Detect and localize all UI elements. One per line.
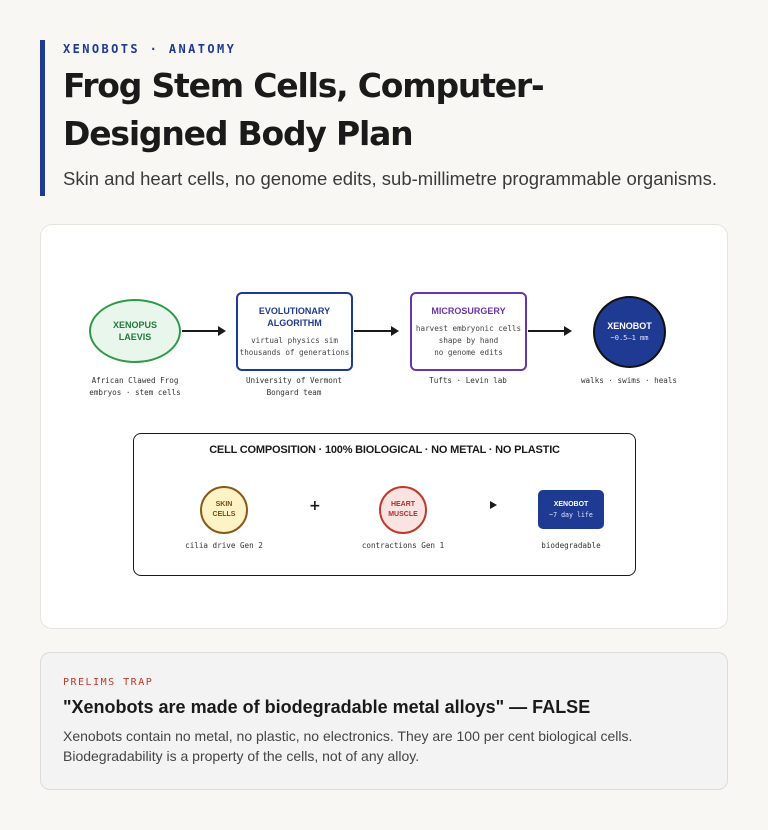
caption-evo: University of Vermont Bongard team	[219, 375, 369, 399]
caption-xenopus-line-1: African Clawed Frog	[91, 376, 179, 385]
caption-xenobot: walks · swims · heals	[554, 375, 704, 387]
heart-muscle-node: HEART MUSCLE	[379, 486, 427, 534]
node-evolutionary-algorithm: EVOLUTIONARY ALGORITHM virtual physics s…	[236, 292, 353, 371]
prelims-trap-card: PRELIMS TRAP "Xenobots are made of biode…	[40, 652, 728, 790]
node-evo-sub-1: virtual physics sim	[251, 335, 338, 345]
page-title: Frog Stem Cells, Computer-Designed Body …	[63, 66, 545, 153]
trap-title: "Xenobots are made of biodegradable meta…	[63, 697, 591, 717]
arrow-design-to-build	[354, 326, 399, 336]
caption-evo-line-2: Bongard team	[266, 388, 322, 397]
caption-micro: Tufts · Levin lab	[393, 375, 543, 387]
node-xenopus-laevis: XENOPUS LAEVIS	[89, 299, 181, 363]
caption-evo-line-1: University of Vermont	[245, 376, 342, 385]
node-micro-sub-2: shape by hand	[438, 335, 499, 345]
node-xenopus-title-2: LAEVIS	[118, 332, 152, 342]
node-xenobot-sub: ~0.5–1 mm	[610, 334, 649, 342]
trap-kicker: PRELIMS TRAP	[63, 677, 154, 688]
trap-body: Xenobots contain no metal, no plastic, n…	[63, 728, 633, 764]
page-subtitle: Skin and heart cells, no genome edits, s…	[63, 168, 717, 189]
arrow-build-to-result	[528, 326, 572, 336]
node-xenopus-title-1: XENOPUS	[112, 320, 157, 330]
node-xenobot: XENOBOT ~0.5–1 mm	[593, 296, 666, 368]
cell-composition-panel: CELL COMPOSITION · 100% BIOLOGICAL · NO …	[133, 433, 636, 576]
caption-xenopus: African Clawed Frog embryos · stem cells	[60, 375, 210, 399]
xenobot-result-label: XENOBOT	[553, 500, 589, 508]
cell-composition-title: CELL COMPOSITION · 100% BIOLOGICAL · NO …	[209, 444, 560, 456]
node-micro-title: MICROSURGERY	[431, 305, 506, 316]
heart-caption: contractions Gen 1	[361, 541, 445, 550]
plus-sign: +	[309, 498, 321, 514]
xenobot-result-caption: biodegradable	[541, 541, 601, 550]
heart-label-1: HEART	[390, 501, 416, 508]
node-evo-sub-2: thousands of generations	[239, 347, 350, 357]
xenobot-result-sub: ~7 day life	[549, 510, 593, 519]
arrow-source-to-design	[182, 326, 226, 336]
caption-micro-line: Tufts · Levin lab	[429, 376, 507, 385]
node-micro-sub-3: no genome edits	[434, 347, 503, 357]
node-micro-sub-1: harvest embryonic cells	[415, 323, 522, 333]
node-microsurgery: MICROSURGERY harvest embryonic cells sha…	[410, 292, 527, 371]
arrow-right-icon	[490, 501, 497, 509]
diagram-card: XENOPUS LAEVIS African Clawed Frog embry…	[40, 224, 728, 629]
caption-xenopus-line-2: embryos · stem cells	[89, 388, 181, 397]
skin-cells-node: SKIN CELLS	[200, 486, 248, 534]
section-kicker: XENOBOTS · ANATOMY	[63, 42, 237, 56]
node-evo-title-1: EVOLUTIONARY	[258, 305, 331, 316]
heart-label-2: MUSCLE	[388, 511, 418, 518]
node-xenobot-title: XENOBOT	[607, 321, 652, 331]
skin-caption: cilia drive Gen 2	[185, 541, 263, 550]
node-evo-title: EVOLUTIONARY ALGORITHM	[259, 305, 330, 329]
skin-label-2: CELLS	[212, 511, 236, 518]
caption-xenobot-line: walks · swims · heals	[580, 376, 677, 385]
page-header: XENOBOTS · ANATOMY Frog Stem Cells, Comp…	[40, 40, 740, 196]
node-evo-title-2: ALGORITHM	[267, 317, 322, 328]
xenobot-result-node: XENOBOT ~7 day life	[538, 490, 604, 529]
skin-label-1: SKIN	[215, 501, 233, 508]
